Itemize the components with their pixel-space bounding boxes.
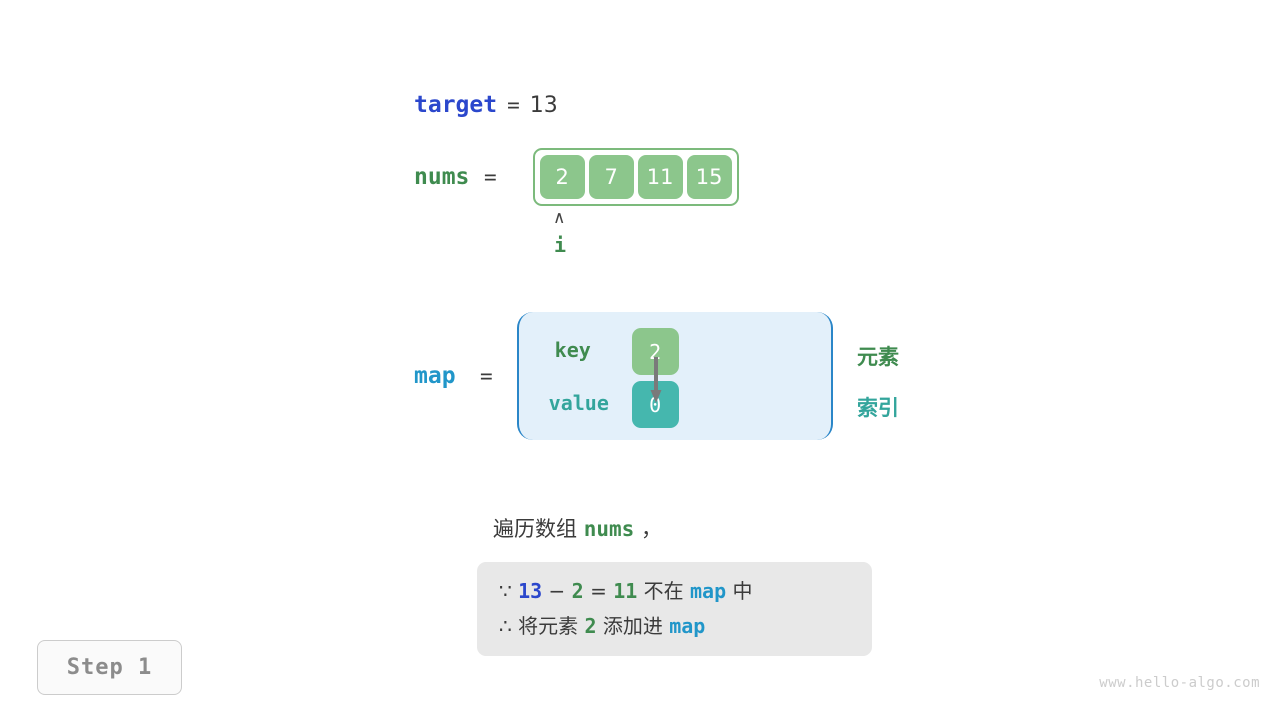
array-cell: 15	[686, 155, 732, 199]
index-pointer-label: i	[554, 233, 567, 257]
step-badge: Step 1	[37, 640, 182, 695]
conclusion-complement: 11	[613, 579, 638, 603]
target-value: 13	[529, 93, 558, 118]
conclusion-in-text: 中	[732, 579, 753, 603]
watermark: www.hello-algo.com	[1099, 675, 1260, 691]
conclusion-line-2: ∴ 将元素 2 添加进 map	[499, 609, 850, 644]
description-code-nums: nums	[583, 517, 635, 541]
conclusion-map-ref: map	[690, 579, 727, 603]
conclusion-add-element-text: 将元素	[518, 614, 579, 638]
nums-array-frame: 2 7 11 15	[532, 148, 739, 206]
conclusion-current-element: 2	[571, 579, 584, 603]
conclusion-target-value: 13	[518, 579, 543, 603]
array-cell: 2	[539, 155, 585, 199]
target-equals-sign: =	[507, 93, 520, 117]
conclusion-line-1: ∵ 13 − 2 = 11 不在 map 中	[499, 574, 850, 609]
side-label-index: 索引	[857, 396, 899, 420]
array-cell: 7	[588, 155, 634, 199]
therefore-symbol: ∴	[499, 614, 512, 638]
map-equals-sign: =	[480, 364, 493, 388]
index-caret-icon: ∧	[553, 208, 566, 228]
description-suffix: ，	[634, 517, 662, 541]
nums-variable-name: nums	[414, 164, 470, 190]
map-value-cell: 0	[631, 381, 679, 428]
side-label-element: 元素	[857, 345, 899, 369]
map-key-label: key	[554, 338, 591, 362]
map-variable-name: map	[414, 363, 456, 389]
because-symbol: ∵	[499, 579, 512, 603]
conclusion-add-into-text: 添加进	[602, 614, 663, 638]
description-line: 遍历数组 nums ，	[493, 513, 662, 543]
nums-equals-sign: =	[484, 165, 497, 189]
minus-symbol: −	[548, 579, 566, 603]
target-variable-name: target	[414, 92, 498, 118]
nums-variable-row: nums = 2 7 11 15	[414, 148, 739, 206]
description-prefix: 遍历数组	[493, 517, 584, 541]
conclusion-box: ∵ 13 − 2 = 11 不在 map 中 ∴ 将元素 2 添加进 map	[477, 562, 872, 656]
map-key-cell: 2	[631, 328, 679, 375]
array-cell: 11	[637, 155, 683, 199]
conclusion-not-in-text: 不在	[643, 579, 684, 603]
map-container: key value 2 0	[516, 312, 833, 440]
conclusion-map-ref: map	[669, 614, 706, 638]
map-variable-row: map = key value 2 0	[414, 312, 833, 440]
map-value-label: value	[548, 391, 609, 415]
equals-symbol: =	[590, 579, 607, 603]
target-variable-row: target = 13	[414, 92, 558, 118]
conclusion-added-element: 2	[584, 614, 597, 638]
